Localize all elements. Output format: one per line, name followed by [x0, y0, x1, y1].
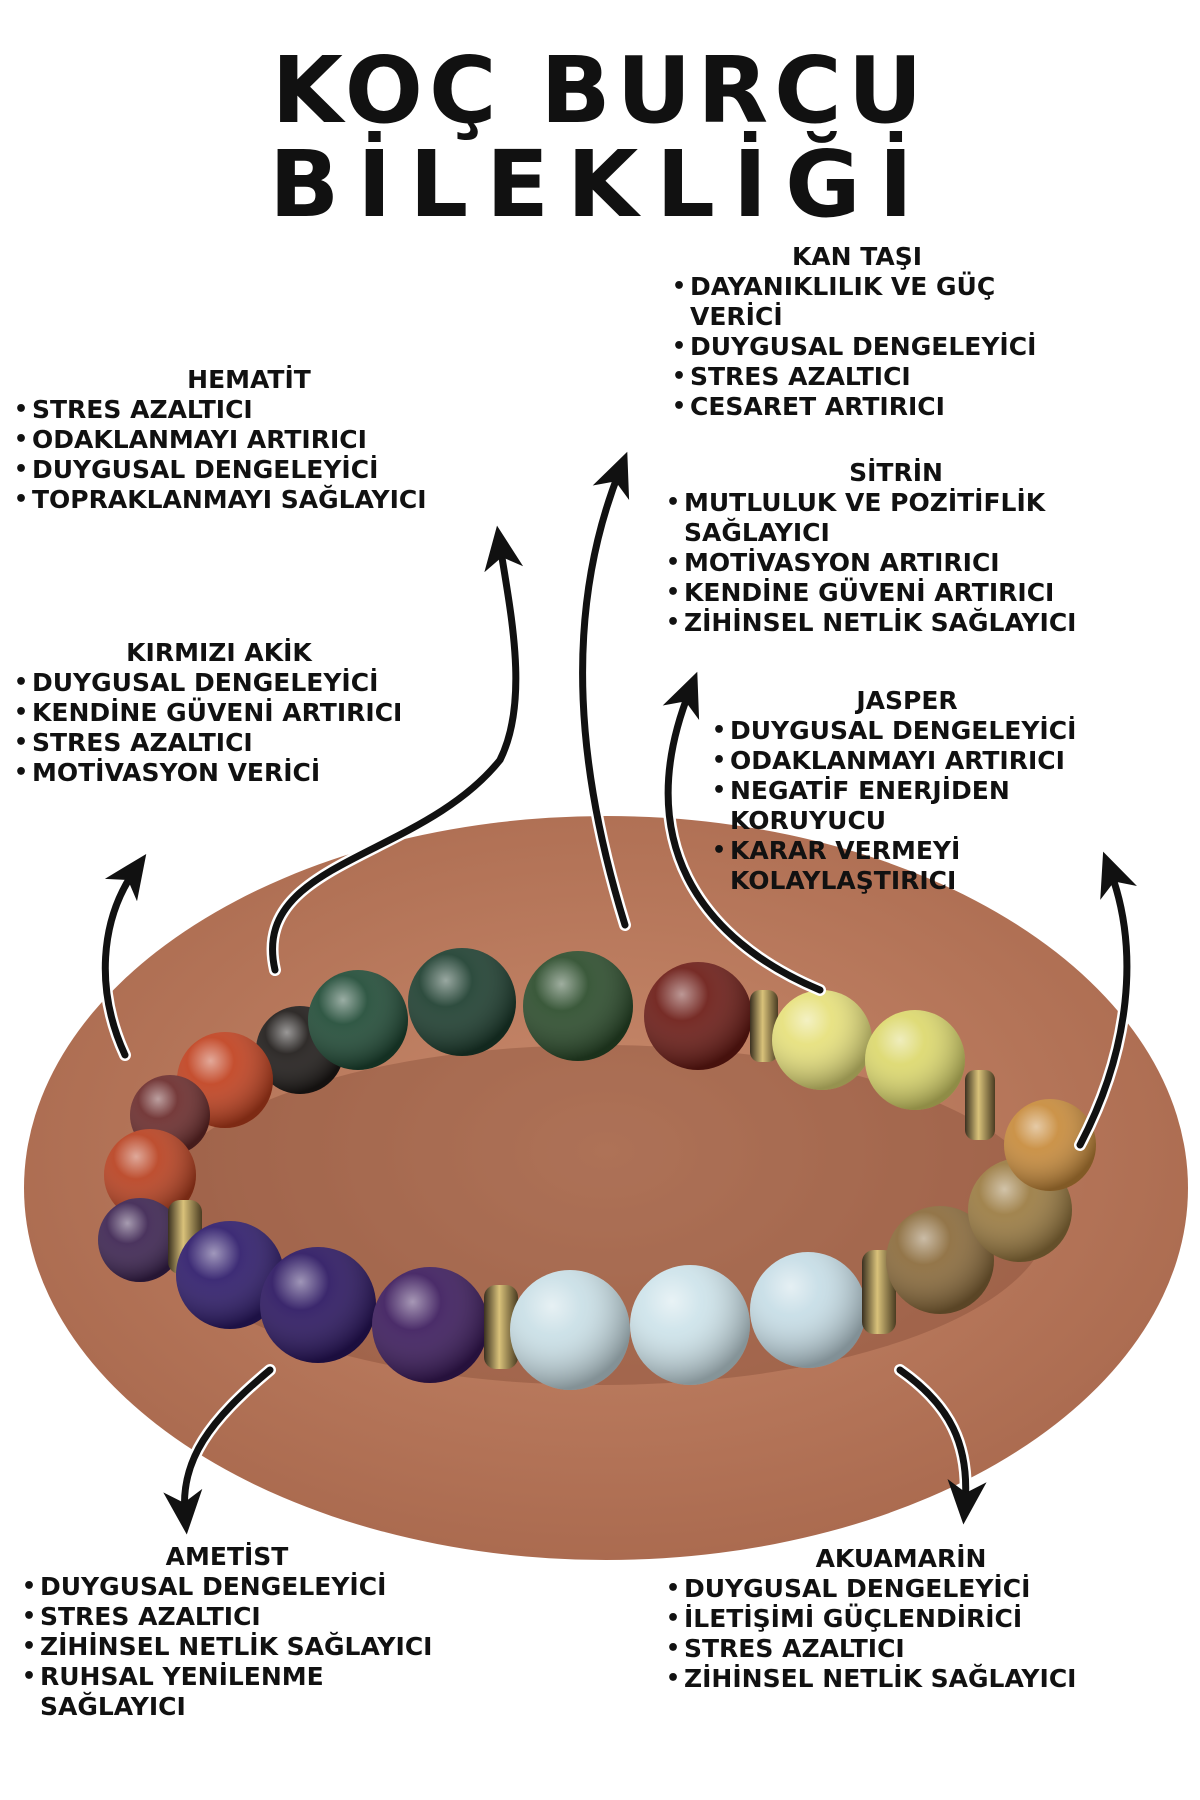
benefit-list: DUYGUSAL DENGELEYİCİ İLETİŞİMİ GÜÇLENDİR…: [666, 1574, 1186, 1694]
arrow-akuamarin: [894, 1364, 987, 1525]
benefit-item: DUYGUSAL DENGELEYİCİ: [712, 716, 1162, 746]
benefit-item: DAYANIKLILIK VE GÜÇ VERİCİ: [672, 272, 1132, 332]
arrow-kirmizi-akik: [99, 853, 147, 1061]
bead-jasper: [886, 1206, 994, 1314]
bracelet-front-beads: [98, 1099, 1096, 1390]
benefit-item: MOTİVASYON ARTIRICI: [666, 548, 1186, 578]
benefit-item: MOTİVASYON VERİCİ: [14, 758, 494, 788]
bead-bloodstone: [523, 951, 633, 1061]
stone-hematit: HEMATİT STRES AZALTICI ODAKLANMAYI ARTIR…: [14, 365, 534, 515]
benefit-item: DUYGUSAL DENGELEYİCİ: [14, 668, 494, 698]
benefit-item: KENDİNE GÜVENİ ARTIRICI: [14, 698, 494, 728]
benefit-list: MUTLULUK VE POZİTİFLİK SAĞLAYICI MOTİVAS…: [666, 488, 1186, 638]
benefit-list: DUYGUSAL DENGELEYİCİ KENDİNE GÜVENİ ARTI…: [14, 668, 494, 788]
benefit-list: DUYGUSAL DENGELEYİCİ ODAKLANMAYI ARTIRIC…: [712, 716, 1162, 896]
benefit-item: STRES AZALTICI: [14, 395, 534, 425]
bead-amethyst: [98, 1198, 182, 1282]
stone-name: AMETİST: [165, 1542, 289, 1571]
spacer-gold: [965, 1070, 995, 1140]
benefit-item: RUHSAL YENİLENME SAĞLAYICI: [22, 1662, 542, 1722]
benefit-item: KARAR VERMEYİ KOLAYLAŞTIRICI: [712, 836, 1162, 896]
benefit-item: ZİHİNSEL NETLİK SAĞLAYICI: [666, 608, 1186, 638]
stone-jasper: JASPER DUYGUSAL DENGELEYİCİ ODAKLANMAYI …: [712, 686, 1162, 896]
benefit-item: KENDİNE GÜVENİ ARTIRICI: [666, 578, 1186, 608]
benefit-item: CESARET ARTIRICI: [672, 392, 1132, 422]
arrow-sitrin: [662, 671, 826, 996]
bead-red-agate: [104, 1129, 196, 1221]
bead-bloodstone: [308, 970, 408, 1070]
benefit-item: STRES AZALTICI: [22, 1602, 542, 1632]
benefit-item: DUYGUSAL DENGELEYİCİ: [666, 1574, 1186, 1604]
stone-ametist: AMETİST DUYGUSAL DENGELEYİCİ STRES AZALT…: [22, 1542, 542, 1722]
arrow-ametist: [163, 1364, 276, 1535]
benefit-item: DUYGUSAL DENGELEYİCİ: [22, 1572, 542, 1602]
stone-name: KIRMIZI AKİK: [126, 638, 312, 667]
benefit-item: İLETİŞİMİ GÜÇLENDİRİCİ: [666, 1604, 1186, 1634]
bead-bloodstone: [408, 948, 516, 1056]
stone-kirmizi-akik: KIRMIZI AKİK DUYGUSAL DENGELEYİCİ KENDİN…: [14, 638, 494, 788]
benefit-item: ZİHİNSEL NETLİK SAĞLAYICI: [22, 1632, 542, 1662]
benefit-item: STRES AZALTICI: [666, 1634, 1186, 1664]
stone-name: KAN TAŞI: [791, 242, 923, 271]
spacer-gold: [484, 1285, 518, 1369]
benefit-item: MUTLULUK VE POZİTİFLİK SAĞLAYICI: [666, 488, 1186, 548]
stone-akuamarin: AKUAMARİN DUYGUSAL DENGELEYİCİ İLETİŞİMİ…: [666, 1544, 1186, 1694]
stone-kan-tasi: KAN TAŞI DAYANIKLILIK VE GÜÇ VERİCİ DUYG…: [672, 242, 1132, 422]
benefit-item: DUYGUSAL DENGELEYİCİ: [14, 455, 534, 485]
benefit-item: STRES AZALTICI: [14, 728, 494, 758]
benefit-item: STRES AZALTICI: [672, 362, 1132, 392]
title-line-2: BİLEKLİĞİ: [269, 131, 931, 238]
bead-amethyst: [260, 1247, 376, 1363]
arrow-kan-tasi: [576, 451, 631, 931]
page-title: KOÇ BURCU BİLEKLİĞİ: [0, 44, 1200, 232]
benefit-item: TOPRAKLANMAYI SAĞLAYICI: [14, 485, 534, 515]
benefit-item: NEGATİF ENERJİDEN KORUYUCU: [712, 776, 1162, 836]
benefit-item: ODAKLANMAYI ARTIRICI: [14, 425, 534, 455]
spacer-gold: [750, 990, 778, 1062]
benefit-item: ODAKLANMAYI ARTIRICI: [712, 746, 1162, 776]
benefit-item: ZİHİNSEL NETLİK SAĞLAYICI: [666, 1664, 1186, 1694]
arrow-jasper: [1074, 851, 1137, 1151]
bead-aquamarine: [630, 1265, 750, 1385]
arrows: [99, 451, 1137, 1535]
bead-amethyst: [372, 1267, 488, 1383]
bead-jasper: [1004, 1099, 1096, 1191]
stone-name: HEMATİT: [187, 365, 311, 394]
title-line-1: KOÇ BURCU: [271, 37, 929, 144]
bead-aquamarine: [510, 1270, 630, 1390]
stone-name: AKUAMARİN: [815, 1544, 987, 1573]
bracelet-back-beads: [130, 948, 995, 1155]
bead-citrine: [865, 1010, 965, 1110]
benefit-list: DUYGUSAL DENGELEYİCİ STRES AZALTICI ZİHİ…: [22, 1572, 542, 1722]
benefit-list: STRES AZALTICI ODAKLANMAYI ARTIRICI DUYG…: [14, 395, 534, 515]
benefit-list: DAYANIKLILIK VE GÜÇ VERİCİ DUYGUSAL DENG…: [672, 272, 1132, 422]
bead-amethyst: [176, 1221, 284, 1329]
bead-aquamarine: [750, 1252, 866, 1368]
stone-name: JASPER: [856, 686, 958, 715]
bead-red-jasper: [644, 962, 752, 1070]
stone-sitrin: SİTRİN MUTLULUK VE POZİTİFLİK SAĞLAYICI …: [666, 458, 1186, 638]
benefit-item: DUYGUSAL DENGELEYİCİ: [672, 332, 1132, 362]
bead-citrine: [772, 990, 872, 1090]
stone-name: SİTRİN: [849, 458, 943, 487]
